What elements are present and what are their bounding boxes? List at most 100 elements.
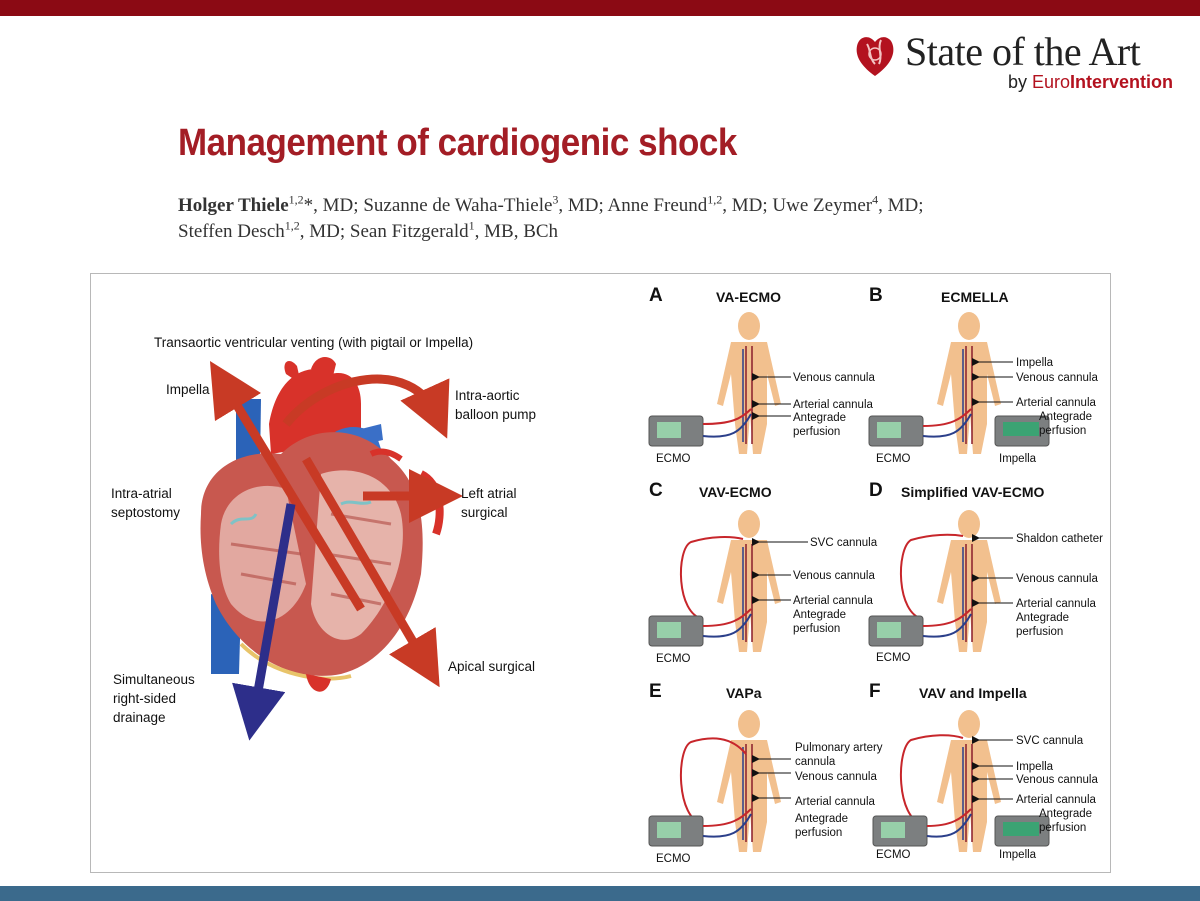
body-figure bbox=[937, 710, 1001, 852]
impella-label: Impella bbox=[1016, 357, 1054, 369]
left-atrial-label-line1: Left atrial bbox=[461, 486, 517, 501]
apical-arrow bbox=[302, 456, 440, 688]
panel-title: VAV and Impella bbox=[919, 685, 1027, 701]
antegrade-label: Antegrade bbox=[793, 609, 846, 621]
author-name: Steffen Desch bbox=[178, 221, 285, 242]
figure-canvas: Transaortic ventricular venting (with pi… bbox=[111, 285, 1103, 865]
venous-cannula-label: Venous cannula bbox=[1016, 573, 1098, 585]
perfusion-label: perfusion bbox=[1039, 425, 1086, 437]
ecmo-screen bbox=[877, 422, 901, 438]
author-affiliation: 1,2 bbox=[288, 192, 304, 207]
author-affiliation: 3 bbox=[552, 192, 559, 207]
antegrade-label: Antegrade bbox=[795, 813, 848, 825]
shaldon-label: Shaldon catheter bbox=[1016, 533, 1103, 545]
panel-letter: A bbox=[649, 285, 663, 306]
panel-letter: F bbox=[869, 681, 881, 702]
perfusion-label: perfusion bbox=[793, 426, 840, 438]
svc-cannula-label: SVC cannula bbox=[1016, 735, 1084, 747]
panel-letter: B bbox=[869, 285, 883, 306]
venous-cannula-label: Venous cannula bbox=[1016, 774, 1098, 786]
perfusion-label: perfusion bbox=[795, 827, 842, 839]
impella-device-label: Impella bbox=[999, 849, 1037, 861]
panel-title: ECMELLA bbox=[941, 289, 1009, 305]
ecmo-label: ECMO bbox=[656, 453, 691, 465]
drainage-label-line1: Simultaneous bbox=[113, 672, 195, 687]
ecmo-screen bbox=[881, 822, 905, 838]
iabp-arrow bbox=[282, 374, 450, 439]
author-name: Anne Freund bbox=[607, 195, 708, 216]
ecmo-screen bbox=[877, 622, 901, 638]
author-suffix: , MD; bbox=[299, 221, 350, 242]
antegrade-label: Antegrade bbox=[1039, 808, 1092, 820]
impella-label: Impella bbox=[1016, 761, 1054, 773]
arterial-line bbox=[702, 408, 752, 425]
perfusion-label: perfusion bbox=[793, 623, 840, 635]
author-name: Suzanne de Waha-Thiele bbox=[363, 195, 553, 216]
figure-panel: Transaortic ventricular venting (with pi… bbox=[90, 273, 1111, 873]
paper-title: Management of cardiogenic shock bbox=[178, 122, 737, 164]
septostomy-label-line1: Intra-atrial bbox=[111, 486, 172, 501]
antegrade-label: Antegrade bbox=[793, 412, 846, 424]
perfusion-label: perfusion bbox=[1039, 822, 1086, 834]
author-suffix: , MD; bbox=[722, 195, 773, 216]
body-figure bbox=[717, 312, 781, 454]
perfusion-label: perfusion bbox=[1016, 626, 1063, 638]
body-figure bbox=[937, 312, 1001, 454]
antegrade-label: Antegrade bbox=[1016, 612, 1069, 624]
logo-by: by bbox=[1007, 72, 1032, 92]
iabp-label-line2: balloon pump bbox=[455, 407, 536, 422]
arterial-cannula-label: Arterial cannula bbox=[793, 399, 874, 411]
body-figure bbox=[937, 510, 1001, 652]
ecmo-label: ECMO bbox=[876, 453, 911, 465]
venous-cannula-label: Venous cannula bbox=[793, 570, 875, 582]
ecmo-label: ECMO bbox=[656, 853, 691, 865]
arterial-cannula-label: Arterial cannula bbox=[1016, 598, 1097, 610]
bottom-banner-bar bbox=[0, 886, 1200, 901]
panel-letter: E bbox=[649, 681, 662, 702]
right-drainage-arrow bbox=[232, 503, 296, 741]
panel-letter: D bbox=[869, 480, 883, 501]
panel-c: C VAV-ECMO SVC cannula Venous cannula Ar… bbox=[648, 480, 878, 665]
heart-logo-icon bbox=[856, 37, 894, 76]
panel-b: B ECMELLA Impella Venous cannula Arteria… bbox=[868, 285, 1098, 465]
arterial-cannula-label: Arterial cannula bbox=[1016, 794, 1097, 806]
venting-label: Transaortic ventricular venting (with pi… bbox=[154, 335, 473, 350]
venous-line bbox=[702, 413, 752, 438]
venous-cannula-label: Venous cannula bbox=[1016, 372, 1098, 384]
panel-letter: C bbox=[649, 480, 663, 501]
iabp-label-line1: Intra-aortic bbox=[455, 388, 520, 403]
arterial-cannula-label: Arterial cannula bbox=[795, 796, 876, 808]
author-name: Uwe Zeymer bbox=[772, 195, 873, 216]
logo-euro: Euro bbox=[1031, 72, 1070, 92]
author-affiliation: 1,2 bbox=[284, 218, 300, 233]
venous-cannula-label: Venous cannula bbox=[793, 372, 875, 384]
body-figure bbox=[717, 710, 781, 852]
ecmo-label: ECMO bbox=[876, 652, 911, 664]
panel-a: A VA-ECMO Venous cannula Arterial cannul… bbox=[648, 285, 875, 465]
arterial-cannula-label: Arterial cannula bbox=[1016, 397, 1097, 409]
impella-screen bbox=[1003, 422, 1039, 436]
author-suffix: , MD; bbox=[558, 195, 608, 216]
panel-title: Simplified VAV-ECMO bbox=[901, 484, 1044, 500]
svc-loop bbox=[679, 536, 744, 620]
svc-cannula-label: SVC cannula bbox=[810, 537, 878, 549]
panel-e: E VAPa Pulmonary artery cannula Venous c… bbox=[648, 681, 883, 865]
drainage-label-line3: drainage bbox=[113, 710, 166, 725]
logo-intervention: Intervention bbox=[1069, 72, 1173, 92]
left-atrial-label-line2: surgical bbox=[461, 505, 508, 520]
antegrade-label: Antegrade bbox=[1039, 411, 1092, 423]
panel-f: F VAV and Impella SVC cannula Impella Ve… bbox=[869, 681, 1098, 861]
top-banner-bar bbox=[0, 0, 1200, 16]
impella-device-label: Impella bbox=[999, 453, 1037, 465]
ecmo-label: ECMO bbox=[876, 849, 911, 861]
author-list: Holger Thiele1,2*, MD; Suzanne de Waha-T… bbox=[178, 193, 1078, 245]
panel-d: D Simplified VAV-ECMO Shaldon catheter V… bbox=[868, 480, 1103, 664]
author-suffix: , MD; bbox=[878, 195, 924, 216]
ecmo-label: ECMO bbox=[656, 653, 691, 665]
septostomy-label-line2: septostomy bbox=[111, 505, 180, 520]
author-name: Holger Thiele bbox=[178, 195, 289, 216]
ecmo-screen bbox=[657, 422, 681, 438]
drainage-label-line2: right-sided bbox=[113, 691, 176, 706]
body-figure bbox=[717, 510, 781, 652]
author-suffix: *, MD; bbox=[303, 195, 364, 216]
